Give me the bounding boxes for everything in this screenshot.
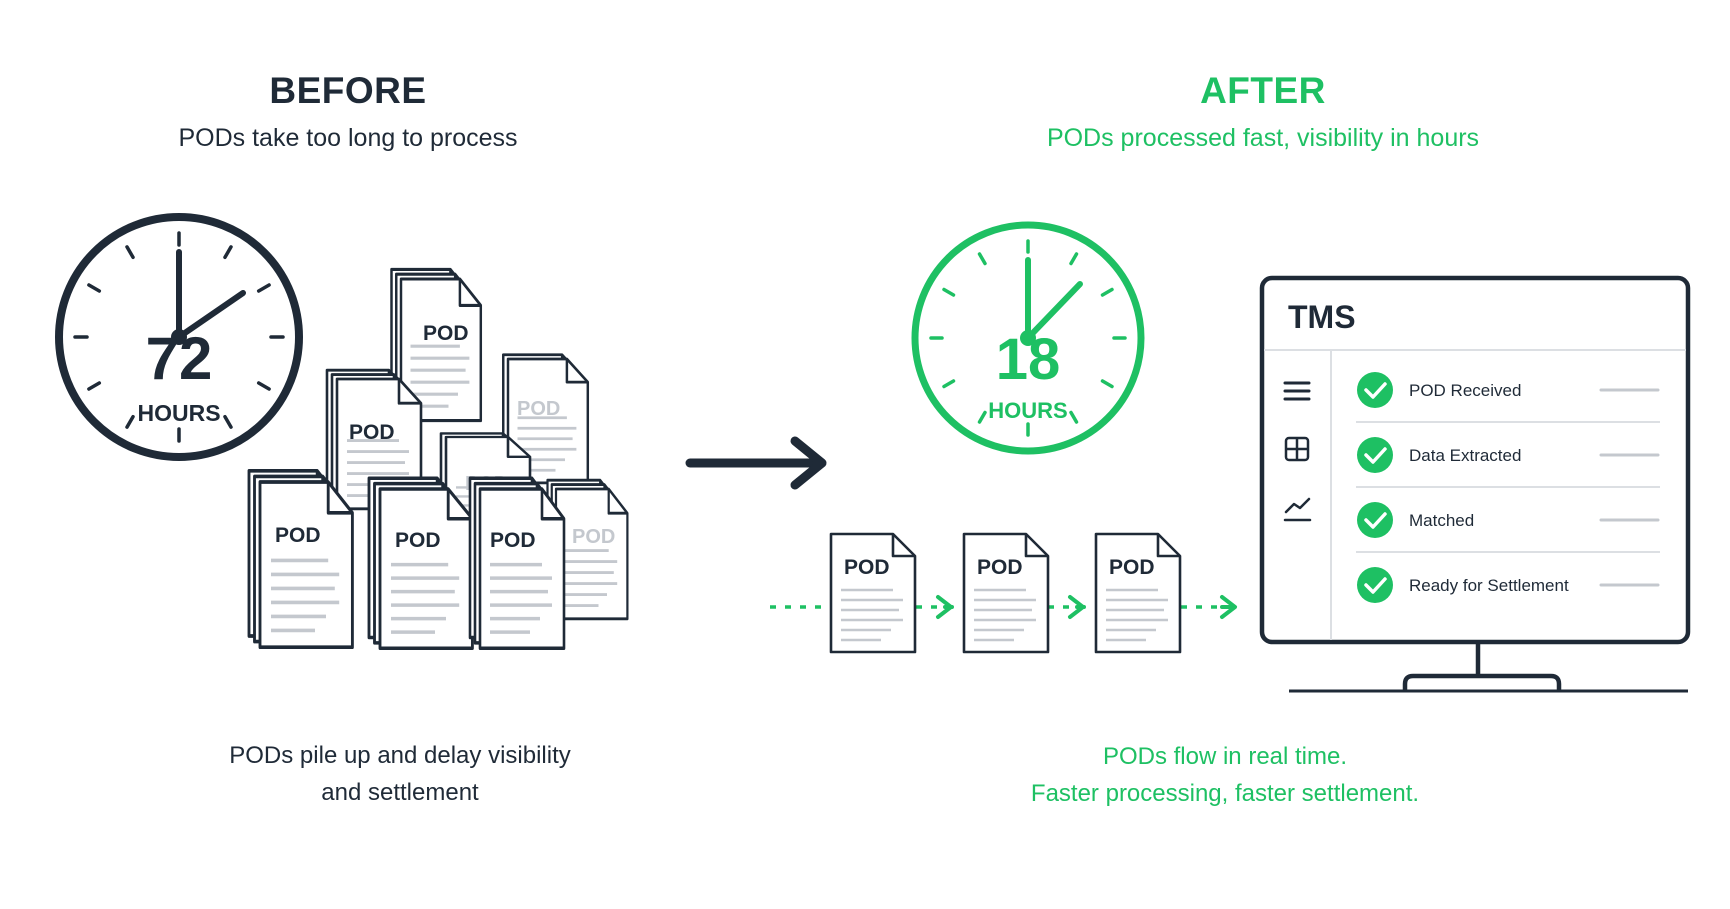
clock-icon: 18 HOURS (911, 221, 1145, 455)
pod-label: POD (844, 556, 890, 579)
clock-tick (1069, 252, 1079, 266)
before-clock-unit: HOURS (137, 400, 220, 426)
pod-label: POD (349, 421, 395, 444)
pod-label: POD (517, 398, 560, 420)
after-clock-value: 18 (996, 327, 1061, 392)
arrow-right-icon (1068, 595, 1086, 619)
before-subtitle: PODs take too long to process (178, 124, 518, 152)
pod-label: POD (1109, 556, 1155, 579)
before-caption-line2: and settlement (321, 779, 479, 806)
after-caption: PODs flow in real time. Faster processin… (925, 738, 1525, 812)
clock-icon: 72 HOURS (55, 213, 303, 461)
clock-tick (942, 379, 956, 389)
arrow-right-icon (1220, 595, 1237, 619)
pod-flow: POD POD POD (770, 532, 1237, 654)
arrow-right-icon (685, 436, 827, 490)
check-icon (1357, 502, 1393, 538)
clock-tick (125, 245, 135, 260)
clock-tick (1069, 410, 1079, 424)
before-clock-value: 72 (146, 325, 213, 392)
after-subtitle: PODs processed fast, visibility in hours (1046, 124, 1480, 152)
grid-icon (1284, 436, 1310, 462)
after-title: AFTER (1200, 70, 1326, 111)
tms-step-row: Data Extracted (1356, 437, 1660, 488)
pod-pile: POD POD POD POD POD POD POD POD (247, 267, 629, 651)
clock-tick (1100, 287, 1114, 297)
tms-step-label: Ready for Settlement (1409, 576, 1569, 595)
after-caption-line1: PODs flow in real time. (1102, 743, 1348, 770)
clock-tick (223, 414, 233, 429)
clock-tick (977, 252, 987, 266)
tms-title: TMS (1288, 299, 1356, 335)
pod-label: POD (275, 524, 321, 547)
menu-icon (1283, 381, 1311, 401)
chart-icon (1283, 497, 1312, 522)
pod-label: POD (423, 322, 469, 345)
pod-label: POD (977, 556, 1023, 579)
arrow-right-icon (936, 595, 954, 619)
pod-label: POD (490, 529, 536, 552)
clock-tick (977, 410, 987, 424)
after-clock-unit: HOURS (988, 398, 1067, 423)
clock-tick (256, 283, 271, 293)
after-caption-line2: Faster processing, faster settlement. (1030, 780, 1420, 807)
pod-label: POD (395, 529, 441, 552)
before-caption: PODs pile up and delay visibility and se… (150, 737, 650, 811)
tms-step-row: POD Received (1356, 372, 1660, 423)
check-icon (1357, 372, 1393, 408)
tms-step-label: Data Extracted (1409, 446, 1521, 465)
check-icon (1357, 567, 1393, 603)
clock-tick (125, 414, 135, 429)
clock-tick (942, 287, 956, 297)
before-caption-line1: PODs pile up and delay visibility (229, 742, 571, 769)
clock-tick (223, 245, 233, 260)
tms-step-label: POD Received (1409, 381, 1521, 400)
tms-step-row: Ready for Settlement (1357, 567, 1660, 603)
clock-tick (87, 283, 102, 293)
clock-tick (1100, 379, 1114, 389)
clock-tick (87, 381, 102, 391)
clock-tick (256, 381, 271, 391)
before-title: BEFORE (269, 70, 427, 111)
pod-label: POD (572, 526, 615, 548)
tms-step-row: Matched (1356, 502, 1660, 553)
check-icon (1357, 437, 1393, 473)
tms-step-label: Matched (1409, 511, 1474, 530)
